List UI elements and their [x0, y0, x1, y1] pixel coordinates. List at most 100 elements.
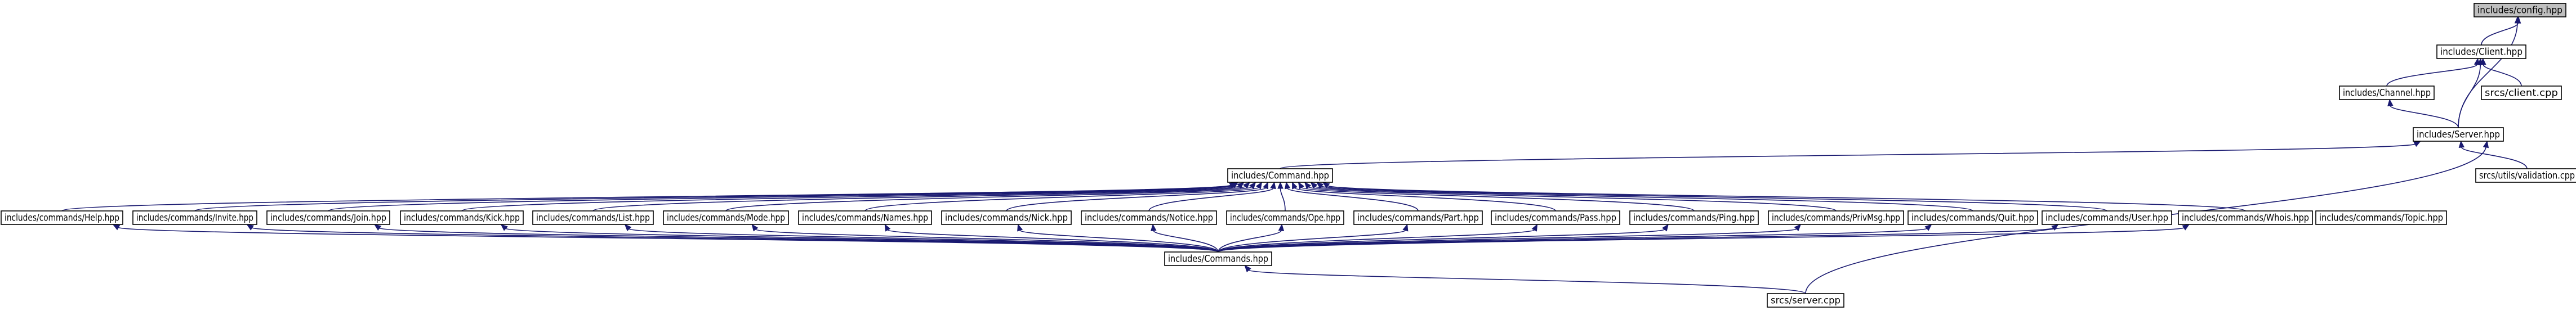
node-notice[interactable]: includes/commands/Notice.hpp	[1081, 210, 1217, 225]
node-box[interactable]	[1, 210, 123, 225]
node-client_hpp[interactable]: includes/Client.hpp	[2436, 44, 2526, 59]
edge-client_cpp-to-client_hpp	[2483, 64, 2522, 87]
edge-commands_hpp-to-notice	[1153, 230, 1219, 253]
node-box[interactable]	[532, 210, 654, 225]
edge-whois-to-command_hpp	[1327, 185, 2246, 212]
node-box[interactable]	[2481, 86, 2562, 100]
arrowhead-commands_hpp-to-invite	[246, 224, 254, 231]
edge-ping-to-command_hpp	[1301, 187, 1695, 212]
node-box[interactable]	[1081, 210, 1217, 225]
node-box[interactable]	[1768, 210, 1904, 225]
arrowhead-privmsg-to-command_hpp	[1304, 181, 1312, 190]
edge-commands_hpp-to-quit	[1218, 228, 1927, 253]
edge-kick-to-command_hpp	[461, 186, 1240, 212]
node-user[interactable]: includes/commands/User.hpp	[2042, 210, 2172, 225]
edge-quit-to-command_hpp	[1314, 186, 1973, 212]
node-server_hpp[interactable]: includes/Server.hpp	[2413, 127, 2504, 142]
arrowhead-ping-to-command_hpp	[1298, 181, 1305, 190]
node-privmsg[interactable]: includes/commands/PrivMsg.hpp	[1768, 210, 1904, 225]
node-part[interactable]: includes/commands/Part.hpp	[1353, 210, 1483, 225]
edge-commands_hpp-to-mode	[755, 229, 1219, 253]
node-box[interactable]	[2413, 127, 2504, 142]
node-box[interactable]	[2042, 210, 2172, 225]
edge-nick-to-command_hpp	[1006, 187, 1267, 212]
node-box[interactable]	[798, 210, 932, 225]
node-client_cpp[interactable]: srcs/client.cpp	[2481, 86, 2562, 100]
node-box[interactable]	[1164, 251, 1272, 266]
edges-layer	[61, 16, 2528, 294]
node-kick[interactable]: includes/commands/Kick.hpp	[400, 210, 524, 225]
node-box	[2474, 3, 2566, 17]
node-command_hpp[interactable]: includes/Command.hpp	[1227, 168, 1333, 183]
node-ping[interactable]: includes/commands/Ping.hpp	[1629, 210, 1759, 225]
node-box[interactable]	[2475, 168, 2576, 183]
node-box[interactable]	[1629, 210, 1759, 225]
arrowhead-server_cpp-to-commands_hpp	[1244, 265, 1251, 273]
edge-part-to-command_hpp	[1287, 188, 1419, 212]
node-box[interactable]	[663, 210, 789, 225]
arrowhead-names-to-command_hpp	[1255, 181, 1263, 190]
edge-commands_hpp-to-kick	[505, 228, 1219, 253]
node-nick[interactable]: includes/commands/Nick.hpp	[941, 210, 1072, 225]
node-names[interactable]: includes/commands/Names.hpp	[798, 210, 932, 225]
edge-server_hpp-to-channel_hpp	[2390, 105, 2459, 128]
edge-notice-to-command_hpp	[1148, 188, 1274, 212]
arrowhead-commands_hpp-to-nick	[1017, 223, 1023, 232]
node-join[interactable]: includes/commands/Join.hpp	[266, 210, 390, 225]
arrowhead-commands_hpp-to-help	[112, 224, 121, 231]
edge-names-to-command_hpp	[864, 187, 1259, 212]
node-box[interactable]	[2436, 44, 2526, 59]
node-quit[interactable]: includes/commands/Quit.hpp	[1908, 210, 2038, 225]
edge-commands_hpp-to-pass	[1218, 230, 1535, 253]
node-box[interactable]	[266, 210, 390, 225]
arrowhead-commands_hpp-to-notice	[1151, 223, 1157, 231]
arrowhead-mode-to-command_hpp	[1249, 181, 1256, 190]
node-commands_hpp[interactable]: includes/Commands.hpp	[1164, 251, 1272, 266]
node-box[interactable]	[1908, 210, 2038, 225]
node-box[interactable]	[1226, 210, 1344, 225]
edge-server_cpp-to-commands_hpp	[1248, 269, 1806, 294]
node-channel_hpp[interactable]: includes/Channel.hpp	[2339, 86, 2435, 100]
edge-channel_hpp-to-client_hpp	[2386, 64, 2477, 87]
arrowhead-join-to-command_hpp	[1231, 182, 1239, 188]
arrowhead-nick-to-command_hpp	[1263, 181, 1269, 190]
arrowhead-commands_hpp-to-kick	[500, 224, 508, 231]
node-help[interactable]: includes/commands/Help.hpp	[1, 210, 123, 225]
edge-invite-to-command_hpp	[194, 185, 1231, 212]
node-server_cpp[interactable]: srcs/server.cpp	[1767, 293, 1844, 308]
arrowhead-server_hpp-to-config	[2514, 16, 2521, 24]
edge-oper-to-command_hpp	[1280, 188, 1286, 212]
node-box[interactable]	[941, 210, 1072, 225]
node-pass[interactable]: includes/commands/Pass.hpp	[1491, 210, 1620, 225]
node-list[interactable]: includes/commands/List.hpp	[532, 210, 654, 225]
edge-commands_hpp-to-names	[887, 229, 1219, 253]
node-mode[interactable]: includes/commands/Mode.hpp	[663, 210, 789, 225]
arrowhead-list-to-command_hpp	[1243, 182, 1250, 189]
node-box[interactable]	[2315, 210, 2447, 225]
edge-commands_hpp-to-list	[629, 228, 1219, 253]
node-box[interactable]	[1767, 293, 1844, 308]
node-box[interactable]	[1353, 210, 1483, 225]
arrowhead-commands_hpp-to-privmsg	[1794, 224, 1802, 231]
node-box[interactable]	[2178, 210, 2313, 225]
edge-list-to-command_hpp	[592, 186, 1246, 212]
node-whois[interactable]: includes/commands/Whois.hpp	[2178, 210, 2313, 225]
node-box[interactable]	[1491, 210, 1620, 225]
node-validation_cpp[interactable]: srcs/utils/validation.cpp	[2475, 168, 2576, 183]
node-box[interactable]	[400, 210, 524, 225]
nodes-layer: includes/config.hppincludes/Client.hppin…	[1, 3, 2576, 308]
node-box[interactable]	[1227, 168, 1333, 183]
arrowhead-oper-to-command_hpp	[1277, 181, 1283, 189]
node-oper[interactable]: includes/commands/Ope.hpp	[1226, 210, 1344, 225]
arrowhead-pass-to-command_hpp	[1292, 181, 1298, 190]
arrowhead-commands_hpp-to-oper	[1278, 223, 1285, 231]
node-box[interactable]	[2339, 86, 2435, 100]
arrowhead-commands_hpp-to-join	[373, 224, 382, 231]
arrowhead-user-to-command_hpp	[1316, 182, 1324, 189]
node-topic[interactable]: includes/commands/Topic.hpp	[2315, 210, 2447, 225]
node-box[interactable]	[132, 210, 257, 225]
arrowhead-notice-to-command_hpp	[1270, 181, 1276, 190]
edge-join-to-command_hpp	[328, 185, 1233, 212]
node-invite[interactable]: includes/commands/Invite.hpp	[132, 210, 257, 225]
